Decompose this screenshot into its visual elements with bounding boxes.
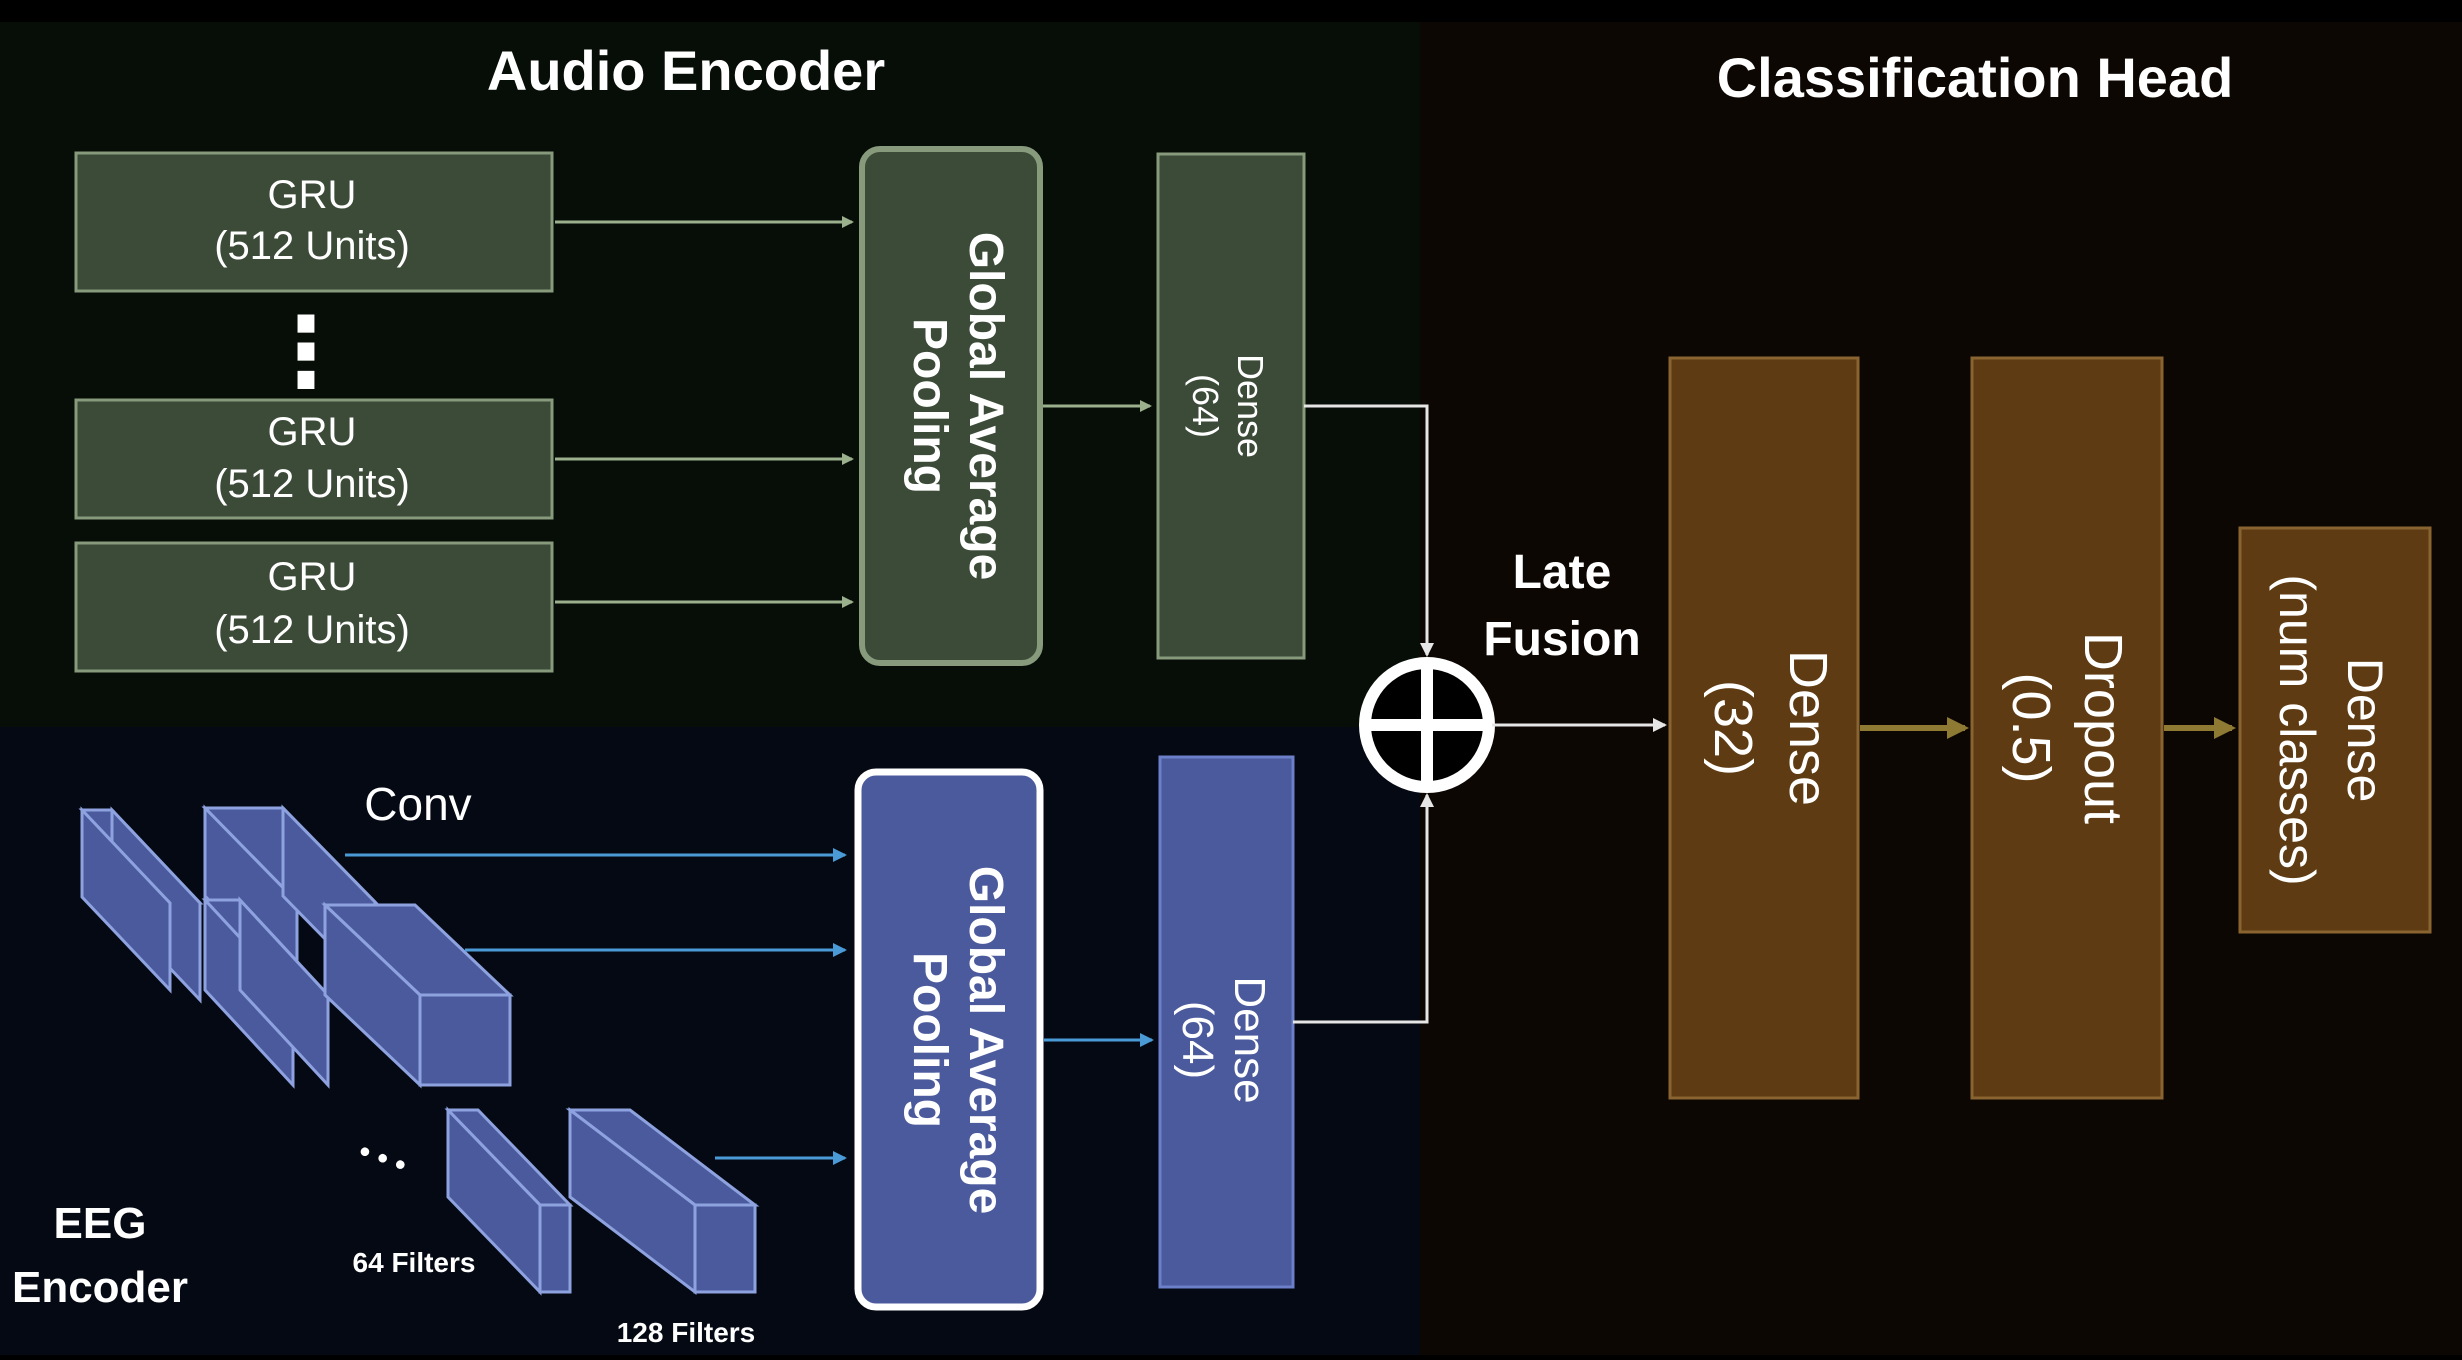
eeg-encoder-title-line2: Encoder <box>12 1263 188 1312</box>
eeg-pooling-line1: Global Average <box>959 866 1012 1215</box>
gru-block-3-name: GRU <box>268 555 357 599</box>
audio-dense-line1: Dense <box>1230 354 1271 458</box>
eeg-encoder-title-line1: EEG <box>54 1199 147 1248</box>
gru-block-1-name: GRU <box>268 173 357 217</box>
conv-label: Conv <box>364 778 471 830</box>
output-dense-line1: Dense <box>2337 658 2393 803</box>
conv-filters-group-1 <box>78 804 514 1089</box>
eeg-dense-line2: (64) <box>1173 1001 1222 1079</box>
gru-block-3-units: (512 Units) <box>214 608 410 652</box>
late-fusion-add-icon <box>1359 657 1495 793</box>
dense32-block: Dense (32) <box>1668 356 1860 1100</box>
gru-block-3: GRU (512 Units) <box>74 541 554 673</box>
gru-block-2-units: (512 Units) <box>214 462 410 506</box>
dense32-line1: Dense <box>1778 650 1838 806</box>
audio-to-fusion-arrow <box>1304 404 1434 657</box>
gru-block-2: GRU (512 Units) <box>74 398 554 520</box>
output-dense-block: Dense (num classes) <box>2238 526 2432 934</box>
gru-block-2-name: GRU <box>268 410 357 454</box>
output-dense-line2: (num classes) <box>2269 574 2325 885</box>
eeg-pooling-block: Global Average Pooling <box>854 768 1044 1311</box>
eeg-dense-line1: Dense <box>1225 976 1274 1103</box>
audio-dense-block: Dense (64) <box>1156 152 1306 660</box>
audio-encoder-title: Audio Encoder <box>487 39 885 102</box>
late-fusion-line2: Fusion <box>1483 613 1640 666</box>
classification-head-title: Classification Head <box>1717 46 2234 109</box>
dropout-line2: (0.5) <box>2001 672 2061 783</box>
eeg-pooling-line2: Pooling <box>903 952 956 1128</box>
audio-pooling-line1: Global Average <box>959 232 1012 581</box>
filters-128-label: 128 Filters <box>617 1317 756 1348</box>
gru-ellipsis: ⋮ <box>258 299 354 406</box>
gru-block-1: GRU (512 Units) <box>74 151 554 293</box>
conv-filters-group-2 <box>444 1106 760 1296</box>
eeg-to-fusion-arrow <box>1293 793 1434 1024</box>
dropout-line1: Dropout <box>2073 632 2133 824</box>
late-fusion-line1: Late <box>1513 546 1612 599</box>
audio-pooling-line2: Pooling <box>903 318 956 494</box>
dense32-line2: (32) <box>1703 680 1763 776</box>
eeg-dense-block: Dense (64) <box>1158 755 1295 1289</box>
gru-block-1-units: (512 Units) <box>214 224 410 268</box>
dropout-block: Dropout (0.5) <box>1970 356 2164 1100</box>
audio-dense-line2: (64) <box>1185 374 1226 438</box>
filters-64-label: 64 Filters <box>353 1247 476 1278</box>
audio-pooling-block: Global Average Pooling <box>859 146 1043 666</box>
